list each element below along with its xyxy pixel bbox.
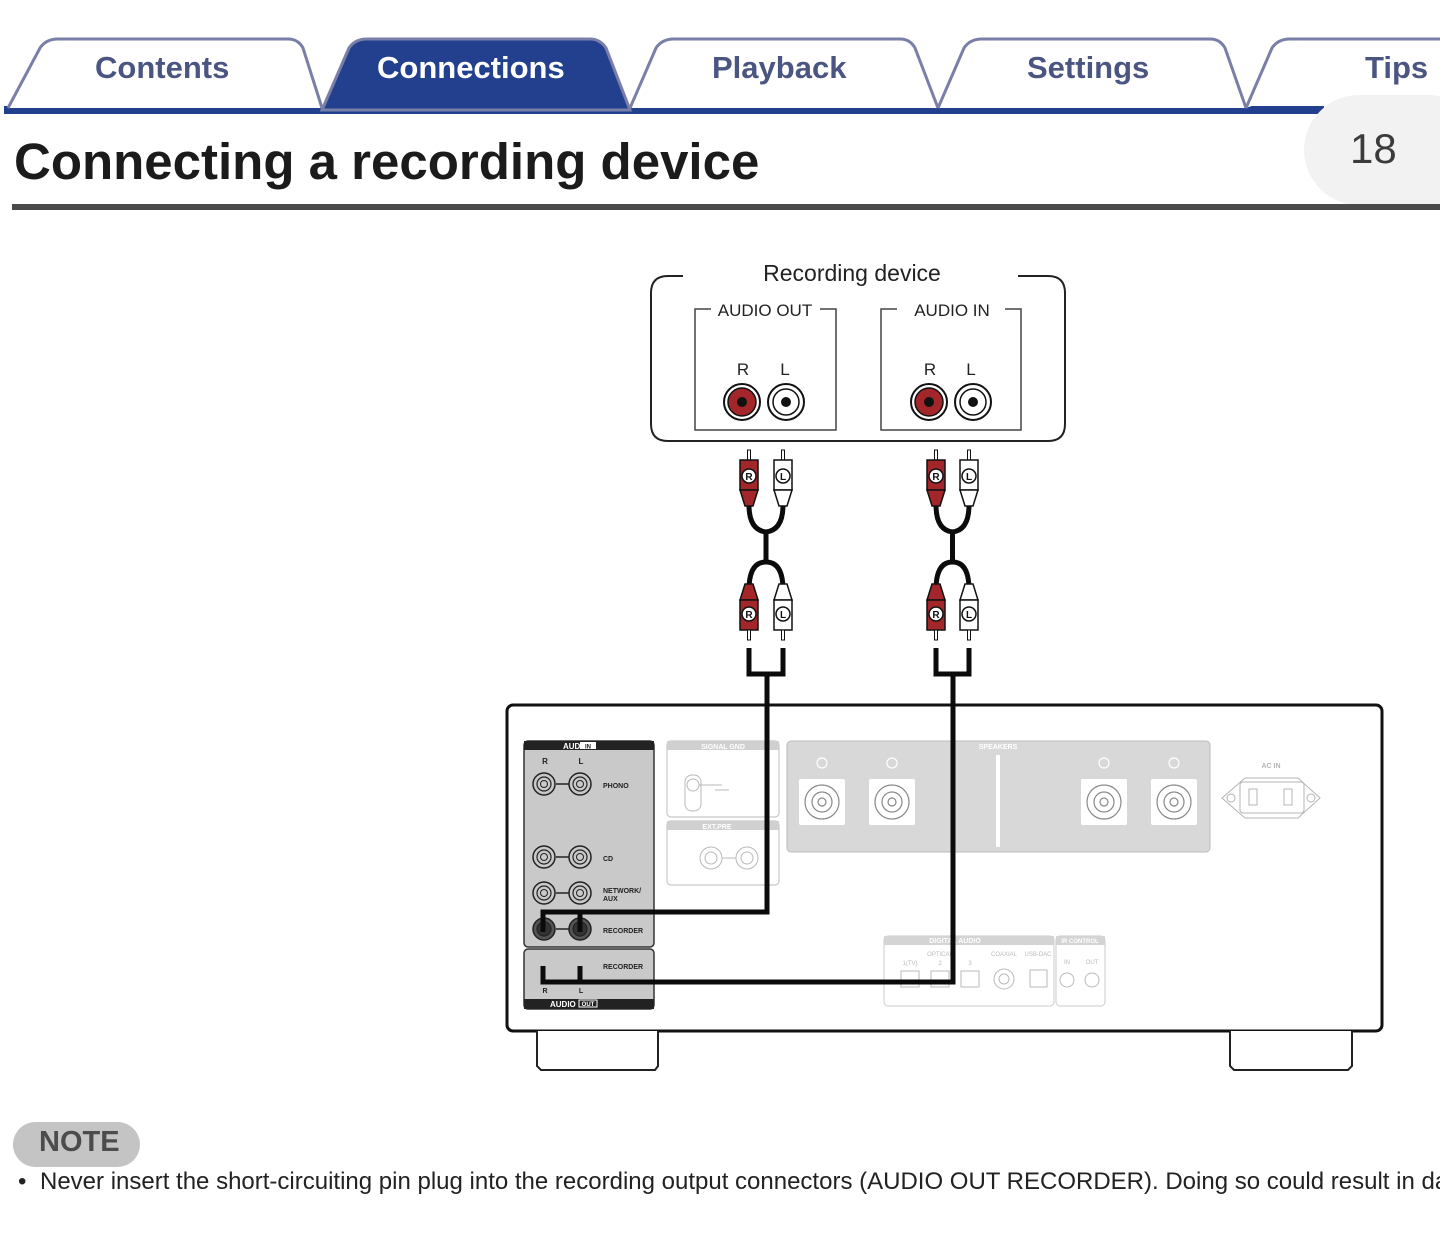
tab-baseline bbox=[4, 106, 1324, 114]
tab-connections-shape[interactable] bbox=[319, 37, 633, 112]
ext-pre-panel: EXT.PRE bbox=[666, 820, 780, 886]
usb-dac-label: USB-DAC bbox=[1024, 952, 1052, 958]
cable-1-top-l-plug-label: L bbox=[780, 472, 786, 483]
out-r-label: R bbox=[542, 988, 547, 995]
note-title: NOTE bbox=[39, 1126, 120, 1158]
cable-1-top-r-plug-label: R bbox=[745, 472, 753, 483]
cable-1-top-l-plug: L bbox=[772, 449, 794, 507]
cable-1-bottom-l-plug: L bbox=[772, 583, 794, 641]
speaker-terminal-3 bbox=[1081, 757, 1127, 825]
panel-r-label: R bbox=[542, 757, 548, 766]
title-divider bbox=[12, 204, 1440, 210]
audio-in-header: AUDIO bbox=[563, 742, 589, 751]
speakers-panel: SPEAKERS bbox=[786, 740, 1211, 853]
cable-route-to-recorder-out bbox=[540, 676, 956, 985]
cable-2-bottom-r-plug-label: R bbox=[932, 610, 940, 621]
page-number-badge bbox=[1304, 95, 1440, 205]
cable-2-bottom-r-plug: R bbox=[925, 583, 947, 641]
audio-out-label: AUDIO OUT bbox=[718, 301, 812, 320]
tab-playback-shape[interactable] bbox=[628, 37, 940, 109]
page-title: Connecting a recording device bbox=[14, 133, 760, 190]
digital-audio-panel: DIGITAL AUDIO OPTICAL 1(TV) 2 3 COAXIAL … bbox=[883, 935, 1055, 1007]
cable-2-top-l-plug-label: L bbox=[966, 472, 972, 483]
tab-connections[interactable]: Connections bbox=[377, 50, 565, 85]
audio-out-r-label: R bbox=[737, 360, 749, 379]
cable-2-bottom-l-plug-label: L bbox=[966, 610, 972, 621]
connection-diagram: Recording device AUDIO OUT R L AUDIO IN … bbox=[505, 260, 1384, 1071]
page-number: 18 bbox=[1350, 125, 1397, 172]
tab-tips[interactable]: Tips bbox=[1365, 50, 1429, 85]
out-l-label: L bbox=[579, 988, 584, 995]
audio-out-header: AUDIO bbox=[550, 1000, 576, 1009]
note-badge bbox=[13, 1122, 140, 1167]
ir-control-panel: IR CONTROL IN OUT bbox=[1055, 935, 1106, 1007]
audio-in-l-label: L bbox=[966, 360, 975, 379]
recorder-in-label: RECORDER bbox=[603, 928, 643, 935]
tab-settings[interactable]: Settings bbox=[1027, 50, 1150, 85]
aux-label: AUX bbox=[603, 896, 618, 903]
foot-left bbox=[536, 1031, 659, 1071]
optical-3-label: 3 bbox=[968, 961, 972, 967]
cable-2-top-r-plug: R bbox=[925, 449, 947, 507]
audio-in-r-label: R bbox=[924, 360, 936, 379]
recorder-out-label: RECORDER bbox=[603, 964, 643, 971]
cable-route-to-recorder-in bbox=[540, 676, 770, 932]
network-label: NETWORK/ bbox=[603, 888, 641, 895]
amplifier-rear-panel: AUDIO IN R L PHONO CD NETWORK/ AUX RECOR… bbox=[505, 703, 1384, 1071]
recording-device: Recording device AUDIO OUT R L AUDIO IN … bbox=[650, 260, 1066, 442]
optical-2-label: 2 bbox=[938, 961, 942, 967]
optical-label: OPTICAL bbox=[927, 952, 953, 958]
jack-pair-phono[interactable] bbox=[532, 772, 592, 796]
tab-playback[interactable]: Playback bbox=[712, 50, 847, 85]
ir-out-label: OUT bbox=[1086, 960, 1099, 966]
foot-right bbox=[1229, 1031, 1353, 1071]
note-bullet: • bbox=[18, 1168, 27, 1195]
rca-cable-playback: R L R L bbox=[738, 449, 794, 677]
tab-contents-shape[interactable] bbox=[6, 37, 324, 109]
speaker-terminal-2 bbox=[869, 757, 915, 825]
ext-pre-label: EXT.PRE bbox=[702, 824, 732, 831]
ir-control-label: IR CONTROL bbox=[1061, 939, 1099, 945]
coaxial-label: COAXIAL bbox=[991, 952, 1018, 958]
speakers-label: SPEAKERS bbox=[979, 744, 1018, 751]
cable-2-bottom-l-plug: L bbox=[958, 583, 980, 641]
speaker-terminal-4 bbox=[1151, 757, 1197, 825]
tab-tips-shape[interactable] bbox=[1244, 37, 1440, 109]
panel-l-label: L bbox=[579, 757, 584, 766]
ac-in-label: AC IN bbox=[1261, 763, 1280, 770]
cable-1-bottom-r-plug-label: R bbox=[745, 610, 753, 621]
note-text: Never insert the short-circuiting pin pl… bbox=[40, 1168, 1440, 1195]
audio-in-l-jack[interactable] bbox=[954, 383, 992, 421]
rca-cable-record: R L R L bbox=[925, 449, 980, 677]
signal-gnd-label: SIGNAL GND bbox=[701, 744, 745, 751]
audio-in-badge: IN bbox=[585, 745, 591, 751]
optical-1-label: 1(TV) bbox=[903, 961, 918, 967]
audio-out-badge: OUT bbox=[582, 1002, 595, 1008]
ir-in-label: IN bbox=[1064, 960, 1070, 966]
audio-out-l-label: L bbox=[780, 360, 789, 379]
speaker-terminal-1 bbox=[799, 757, 845, 825]
signal-gnd-panel: SIGNAL GND bbox=[666, 740, 780, 818]
jack-pair-cd[interactable] bbox=[532, 845, 592, 869]
cable-1-top-r-plug: R bbox=[738, 449, 760, 507]
cable-2-top-r-plug-label: R bbox=[932, 472, 940, 483]
cd-label: CD bbox=[603, 856, 613, 863]
cable-1-bottom-l-plug-label: L bbox=[780, 610, 786, 621]
tab-bar: Contents Connections Playback Settings T… bbox=[0, 0, 1440, 115]
phono-label: PHONO bbox=[603, 783, 629, 790]
audio-out-l-jack[interactable] bbox=[767, 383, 805, 421]
tab-shapes bbox=[4, 37, 1440, 114]
audio-in-label: AUDIO IN bbox=[914, 301, 990, 320]
jack-pair-network-aux[interactable] bbox=[532, 881, 592, 905]
recording-device-title: Recording device bbox=[763, 260, 941, 286]
cable-1-bottom-r-plug: R bbox=[738, 583, 760, 641]
audio-out-r-jack[interactable] bbox=[723, 383, 761, 421]
audio-in-r-jack[interactable] bbox=[910, 383, 948, 421]
cable-2-top-l-plug: L bbox=[958, 449, 980, 507]
tab-contents[interactable]: Contents bbox=[95, 50, 230, 85]
tab-settings-shape[interactable] bbox=[936, 37, 1248, 109]
ac-inlet: AC IN bbox=[1221, 763, 1321, 819]
